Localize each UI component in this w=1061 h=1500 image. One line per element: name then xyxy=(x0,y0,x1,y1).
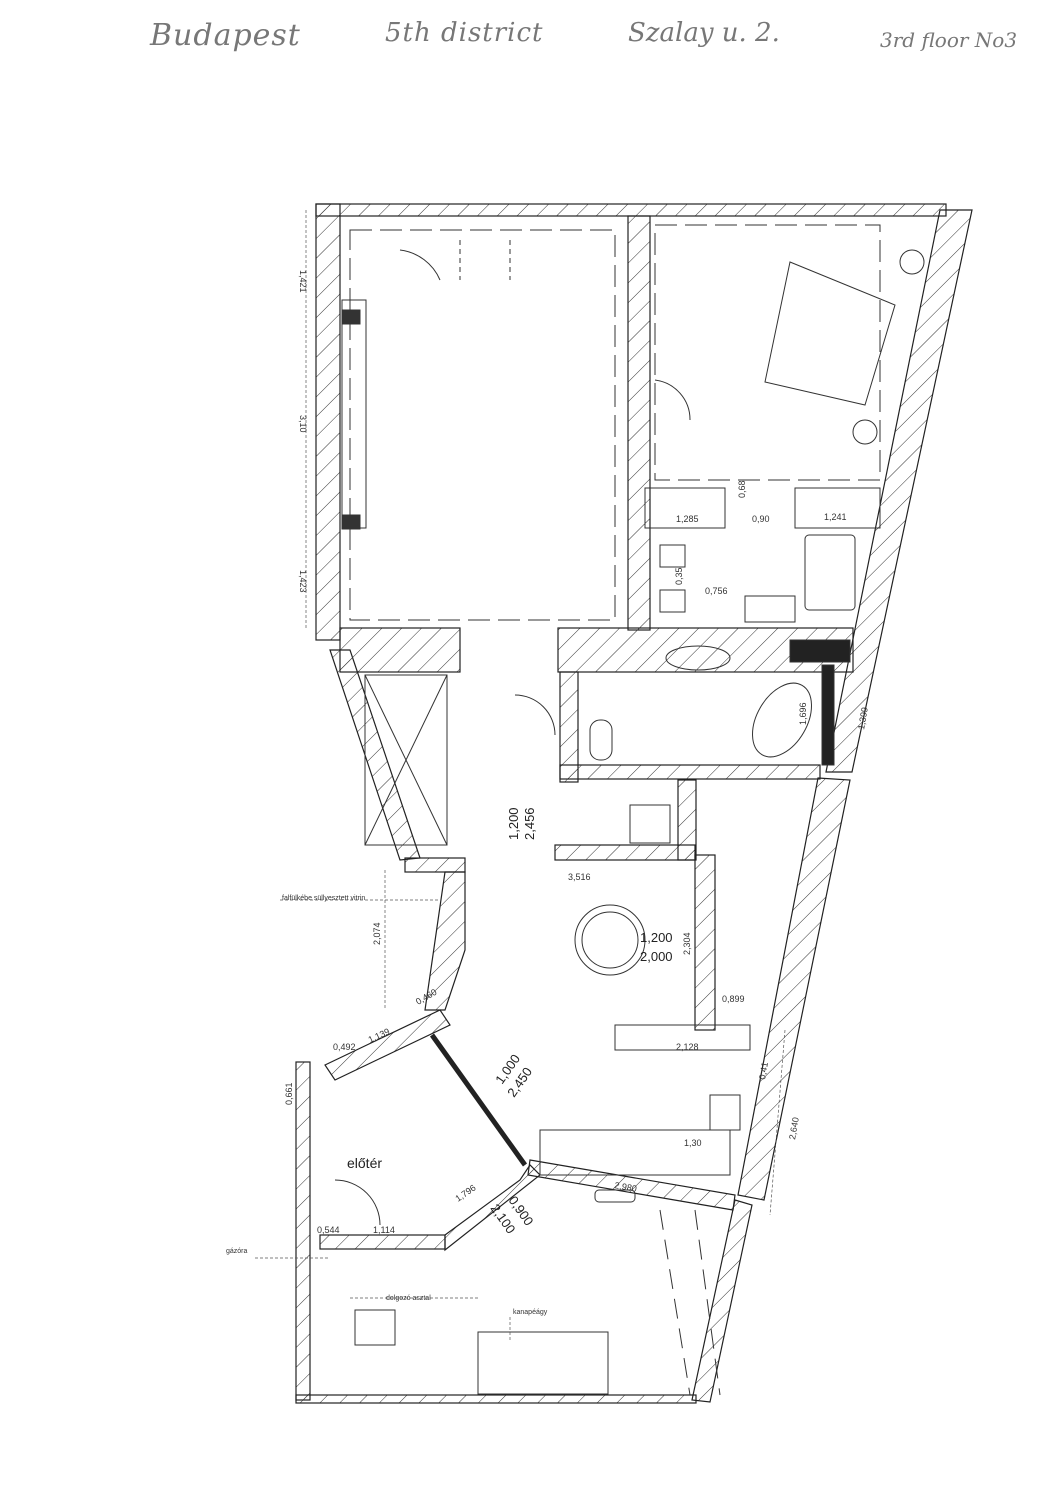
handwritten-street: Szalay u. 2. xyxy=(628,18,780,48)
dim-label: 0,90 xyxy=(752,514,770,524)
dim-label: 1,200 xyxy=(506,807,521,840)
dim-label: 1,399 xyxy=(856,706,870,730)
dim-label: 2,640 xyxy=(787,1116,801,1140)
room-label-hall: előtér xyxy=(347,1155,382,1171)
dim-label: 1,114 xyxy=(373,1225,395,1235)
dim-label: 0,899 xyxy=(722,994,745,1004)
dim-label: 1,285 xyxy=(676,514,699,524)
vitrin-label: falfülkébe süllyesztett vitrin xyxy=(282,895,365,902)
dim-label: 2,980 xyxy=(614,1180,638,1194)
dim-label: 1,796 xyxy=(453,1183,477,1204)
gas-meter-label: gázóra xyxy=(226,1248,248,1255)
dim-label: 0,68 xyxy=(737,480,747,498)
dim-label: 0,492 xyxy=(333,1042,356,1052)
handwritten-district: 5th district xyxy=(385,18,544,48)
desk-label: dolgozó asztal xyxy=(386,1295,431,1302)
dim-label: 1,421 xyxy=(298,270,308,293)
dim-label: 0,35 xyxy=(674,567,684,585)
dim-label: 1,241 xyxy=(824,512,847,522)
sofa-bed-label: kanapéágy xyxy=(513,1309,548,1316)
dim-label: 2,000 xyxy=(640,949,673,964)
dim-label: 2,074 xyxy=(372,922,382,945)
dimension-lines xyxy=(255,210,786,1340)
handwritten-floor: 3rd floor No3 xyxy=(880,28,1018,52)
dim-label: 0,544 xyxy=(317,1225,340,1235)
interior-fixtures xyxy=(334,224,925,1396)
dim-label: 2,304 xyxy=(682,932,692,955)
dim-label: 3,516 xyxy=(568,872,591,882)
dim-label: 1,200 xyxy=(640,930,673,945)
dim-label: 0,756 xyxy=(705,586,728,596)
dim-label: 0,661 xyxy=(284,1082,294,1105)
dim-label: 2,456 xyxy=(522,807,537,840)
dim-label: 1,423 xyxy=(298,570,308,593)
dim-label: 3,10 xyxy=(298,415,308,433)
dim-label: 0,41 xyxy=(757,1061,770,1080)
dim-label: 2,128 xyxy=(676,1042,699,1052)
dim-label: 1,30 xyxy=(684,1138,702,1148)
dim-label: 1,696 xyxy=(798,702,808,725)
handwritten-city: Budapest xyxy=(150,18,301,53)
outer-walls xyxy=(295,203,973,1404)
